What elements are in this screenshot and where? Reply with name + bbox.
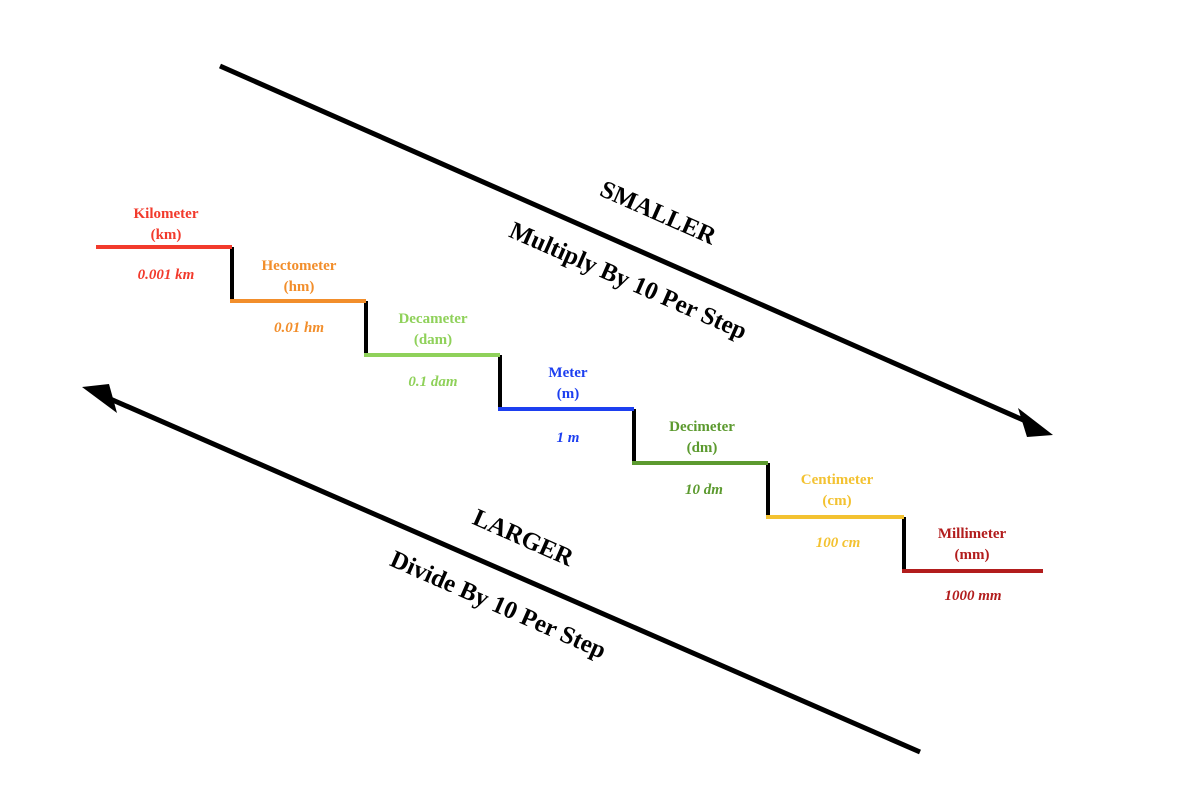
step-name: Centimeter — [801, 472, 874, 488]
step-millimeter: Millimeter (mm) 1000 mm — [902, 526, 1043, 604]
larger-arrow-head-icon — [82, 384, 117, 413]
step-name: Decameter — [398, 311, 467, 327]
step-decameter: Decameter (dam) 0.1 dam — [364, 311, 500, 390]
smaller-arrow — [218, 63, 1053, 437]
step-hectometer: Hectometer (hm) 0.01 hm — [230, 258, 366, 336]
step-value: 1000 mm — [944, 588, 1001, 604]
larger-arrow-shaft — [107, 395, 921, 755]
step-abbr: (km) — [151, 227, 182, 243]
larger-arrow — [82, 384, 921, 755]
step-abbr: (cm) — [822, 493, 851, 509]
step-meter: Meter (m) 1 m — [498, 365, 634, 446]
step-kilometer: Kilometer (km) 0.001 km — [96, 206, 232, 283]
step-centimeter: Centimeter (cm) 100 cm — [766, 472, 904, 551]
step-name: Kilometer — [134, 206, 199, 222]
step-value: 0.1 dam — [408, 374, 457, 390]
step-name: Millimeter — [938, 526, 1007, 542]
step-value: 0.001 km — [138, 267, 195, 283]
step-abbr: (mm) — [955, 547, 990, 563]
step-value: 10 dm — [685, 482, 723, 498]
step-name: Decimeter — [669, 419, 735, 435]
step-value: 0.01 hm — [274, 320, 324, 336]
larger-subtitle: Divide By 10 Per Step — [386, 546, 610, 665]
step-value: 1 m — [557, 430, 580, 446]
smaller-arrow-shaft — [218, 63, 1032, 426]
step-name: Meter — [548, 365, 587, 381]
stair-risers — [230, 247, 906, 573]
larger-subtitle-group: Divide By 10 Per Step — [386, 546, 610, 665]
step-abbr: (dam) — [414, 332, 452, 348]
step-abbr: (m) — [557, 386, 580, 402]
step-abbr: (dm) — [687, 440, 718, 456]
step-name: Hectometer — [262, 258, 337, 274]
step-value: 100 cm — [816, 535, 861, 551]
step-decimeter: Decimeter (dm) 10 dm — [632, 419, 768, 498]
step-abbr: (hm) — [284, 279, 315, 295]
smaller-arrow-head-icon — [1018, 408, 1053, 437]
